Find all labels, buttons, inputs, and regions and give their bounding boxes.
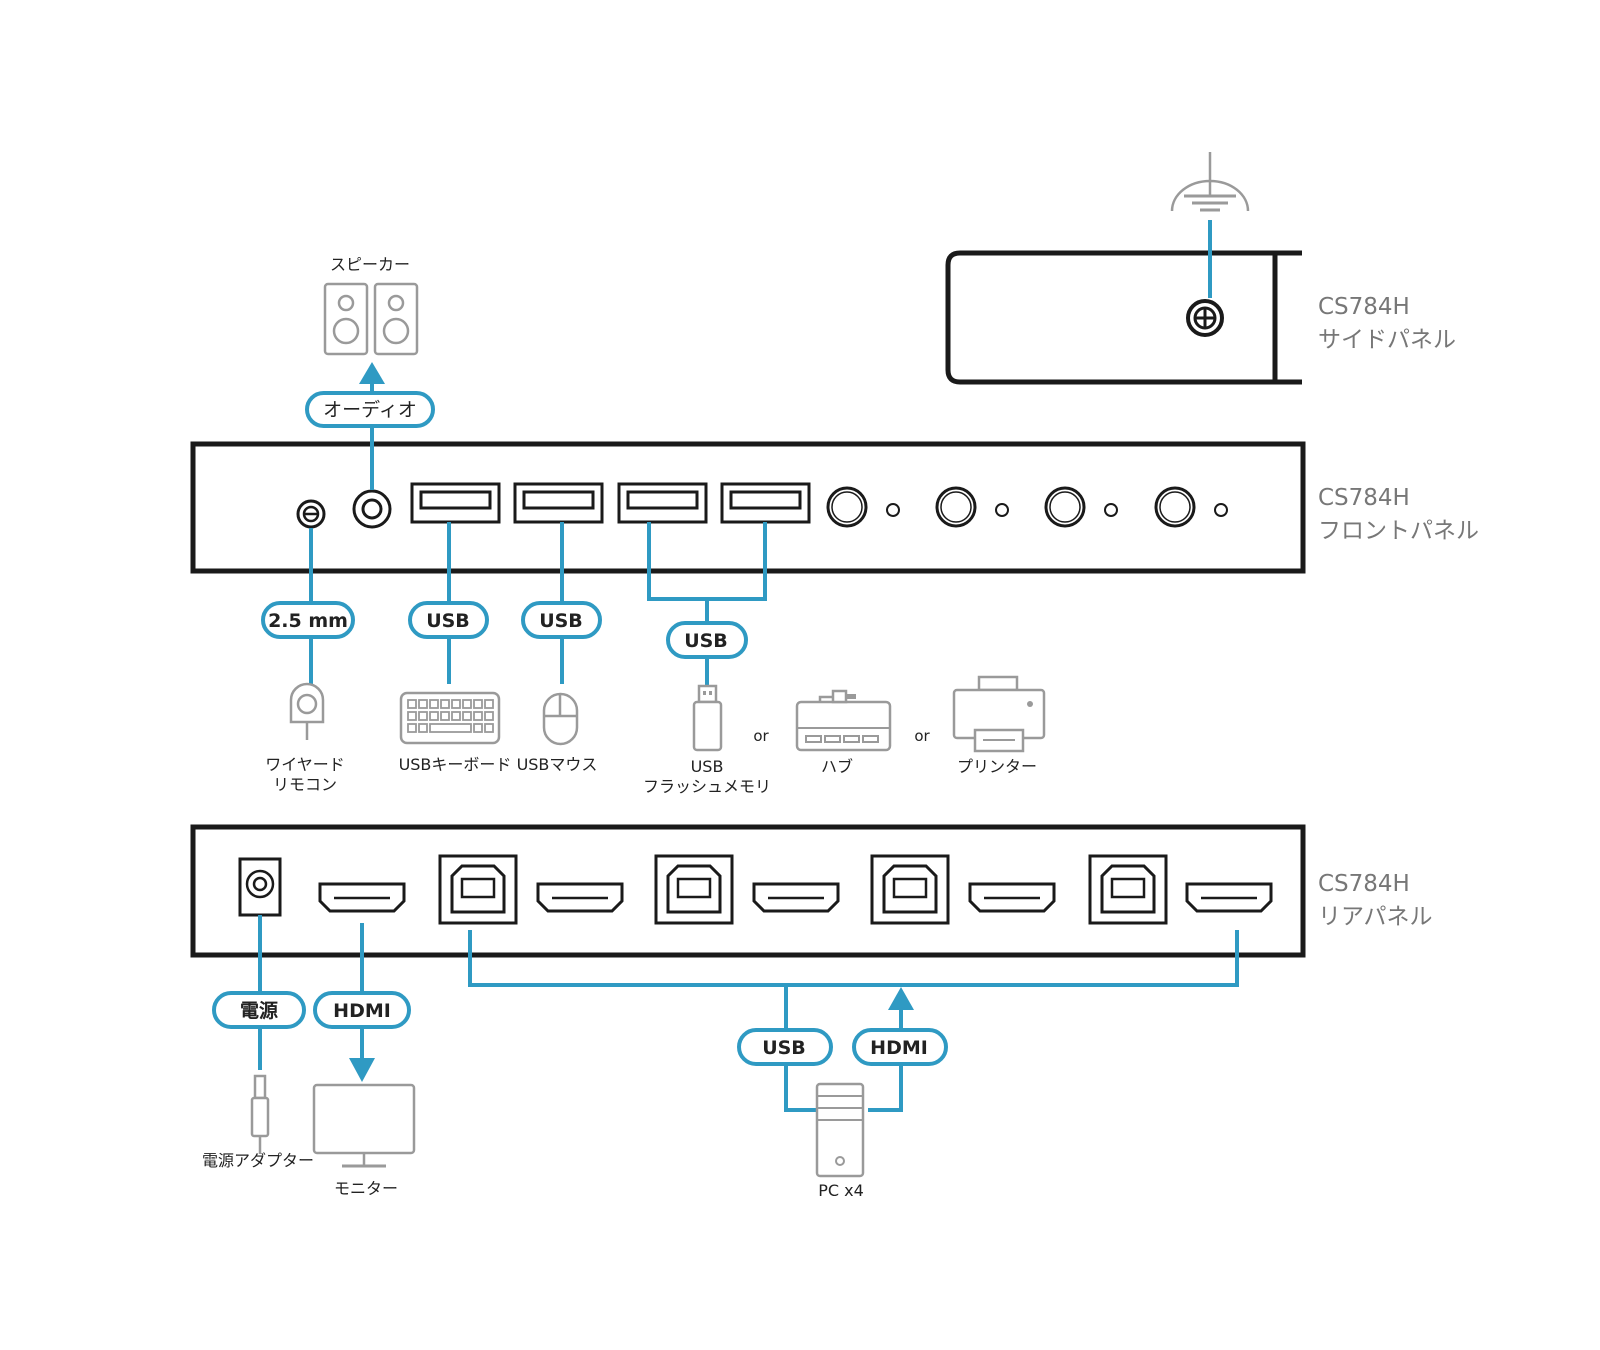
usb-b-port-1-icon <box>438 854 518 925</box>
printer-label: プリンター <box>957 757 1037 776</box>
power-pill-label: 電源 <box>240 999 278 1022</box>
hdmi-monitor-pill <box>313 991 411 1029</box>
wired-remote-icon <box>289 682 325 740</box>
audio-arrow-icon <box>359 362 385 384</box>
pc-hdmi-arrow-icon <box>888 987 914 1010</box>
usb-b-port-2-icon <box>654 854 734 925</box>
hdmi-pc-port-3-icon <box>968 882 1056 913</box>
pc-tower-icon <box>815 1082 865 1178</box>
hdmi-pc-port-4-icon <box>1185 882 1273 913</box>
usb-keyboard-pill <box>408 601 489 639</box>
front-panel-name: フロントパネル <box>1318 518 1479 544</box>
usb-shared-pill-label: USB <box>684 630 728 652</box>
remote-jack-pill <box>261 601 355 639</box>
or-label-2: or <box>914 727 930 745</box>
usb-pc-pill <box>737 1028 833 1066</box>
hub-label: ハブ <box>821 757 853 776</box>
monitor-label: モニター <box>334 1179 398 1198</box>
hdmi-console-port-icon <box>318 882 406 913</box>
audio-pill <box>305 391 435 428</box>
pc-label: PC x4 <box>818 1181 864 1200</box>
rear-panel <box>190 824 1306 958</box>
speaker-label: スピーカー <box>330 255 410 274</box>
usb-mouse-pill-label: USB <box>539 610 583 632</box>
front-panel-model: CS784H <box>1318 485 1410 511</box>
monitor-icon <box>312 1083 416 1168</box>
keyboard-label: USBキーボード <box>399 755 512 774</box>
side-panel <box>945 250 1302 385</box>
remote-label-line2: リモコン <box>273 775 337 794</box>
hdmi-pc-pill-label: HDMI <box>870 1037 928 1059</box>
remote-jack-pill-label: 2.5 mm <box>268 610 348 632</box>
port-select-buttons <box>826 486 1228 528</box>
printer-icon <box>952 675 1046 753</box>
hdmi-pc-port-2-icon <box>752 882 840 913</box>
usb-keyboard-pill-label: USB <box>426 610 470 632</box>
rear-panel-model: CS784H <box>1318 871 1410 897</box>
keyboard-icon <box>399 691 501 745</box>
usb-a-port-keyboard-icon <box>410 482 501 524</box>
hdmi-pc-port-1-icon <box>536 882 624 913</box>
hdmi-pc-pill <box>852 1028 948 1066</box>
side-panel-model: CS784H <box>1318 294 1410 320</box>
remote-label-line1: ワイヤード <box>265 755 345 774</box>
usb-pc-pill-label: USB <box>762 1037 806 1059</box>
mouse-label: USBマウス <box>517 755 598 774</box>
monitor-arrow-icon <box>349 1058 375 1082</box>
flash-label-line2: フラッシュメモリ <box>643 777 771 796</box>
power-adapter-icon <box>250 1074 270 1154</box>
remote-jack-port-icon <box>296 499 326 529</box>
ground-symbol-icon <box>1170 152 1250 212</box>
side-panel-name: サイドパネル <box>1318 327 1456 353</box>
usb-b-port-4-icon <box>1088 854 1168 925</box>
ground-screw-icon <box>1186 299 1224 337</box>
usb-a-port-mouse-icon <box>513 482 604 524</box>
rear-panel-name: リアパネル <box>1318 904 1433 930</box>
usb-b-port-3-icon <box>870 854 950 925</box>
mouse-icon <box>542 692 579 746</box>
usb-shared-pill <box>666 621 748 659</box>
power-pill <box>212 991 306 1029</box>
power-adapter-label: 電源アダプター <box>202 1151 314 1170</box>
usb-mouse-pill <box>521 601 602 639</box>
pc-bus-line <box>468 930 1239 987</box>
or-label-1: or <box>753 727 769 745</box>
flash-drive-icon <box>692 684 723 752</box>
usb-hub-icon <box>795 689 892 752</box>
audio-port-icon <box>352 489 392 529</box>
hdmi-monitor-pill-label: HDMI <box>333 1000 391 1022</box>
speaker-icon <box>323 282 419 356</box>
usb-a-port-1-icon <box>617 482 708 524</box>
flash-label-line1: USB <box>691 757 724 776</box>
audio-pill-label: オーディオ <box>323 399 417 421</box>
